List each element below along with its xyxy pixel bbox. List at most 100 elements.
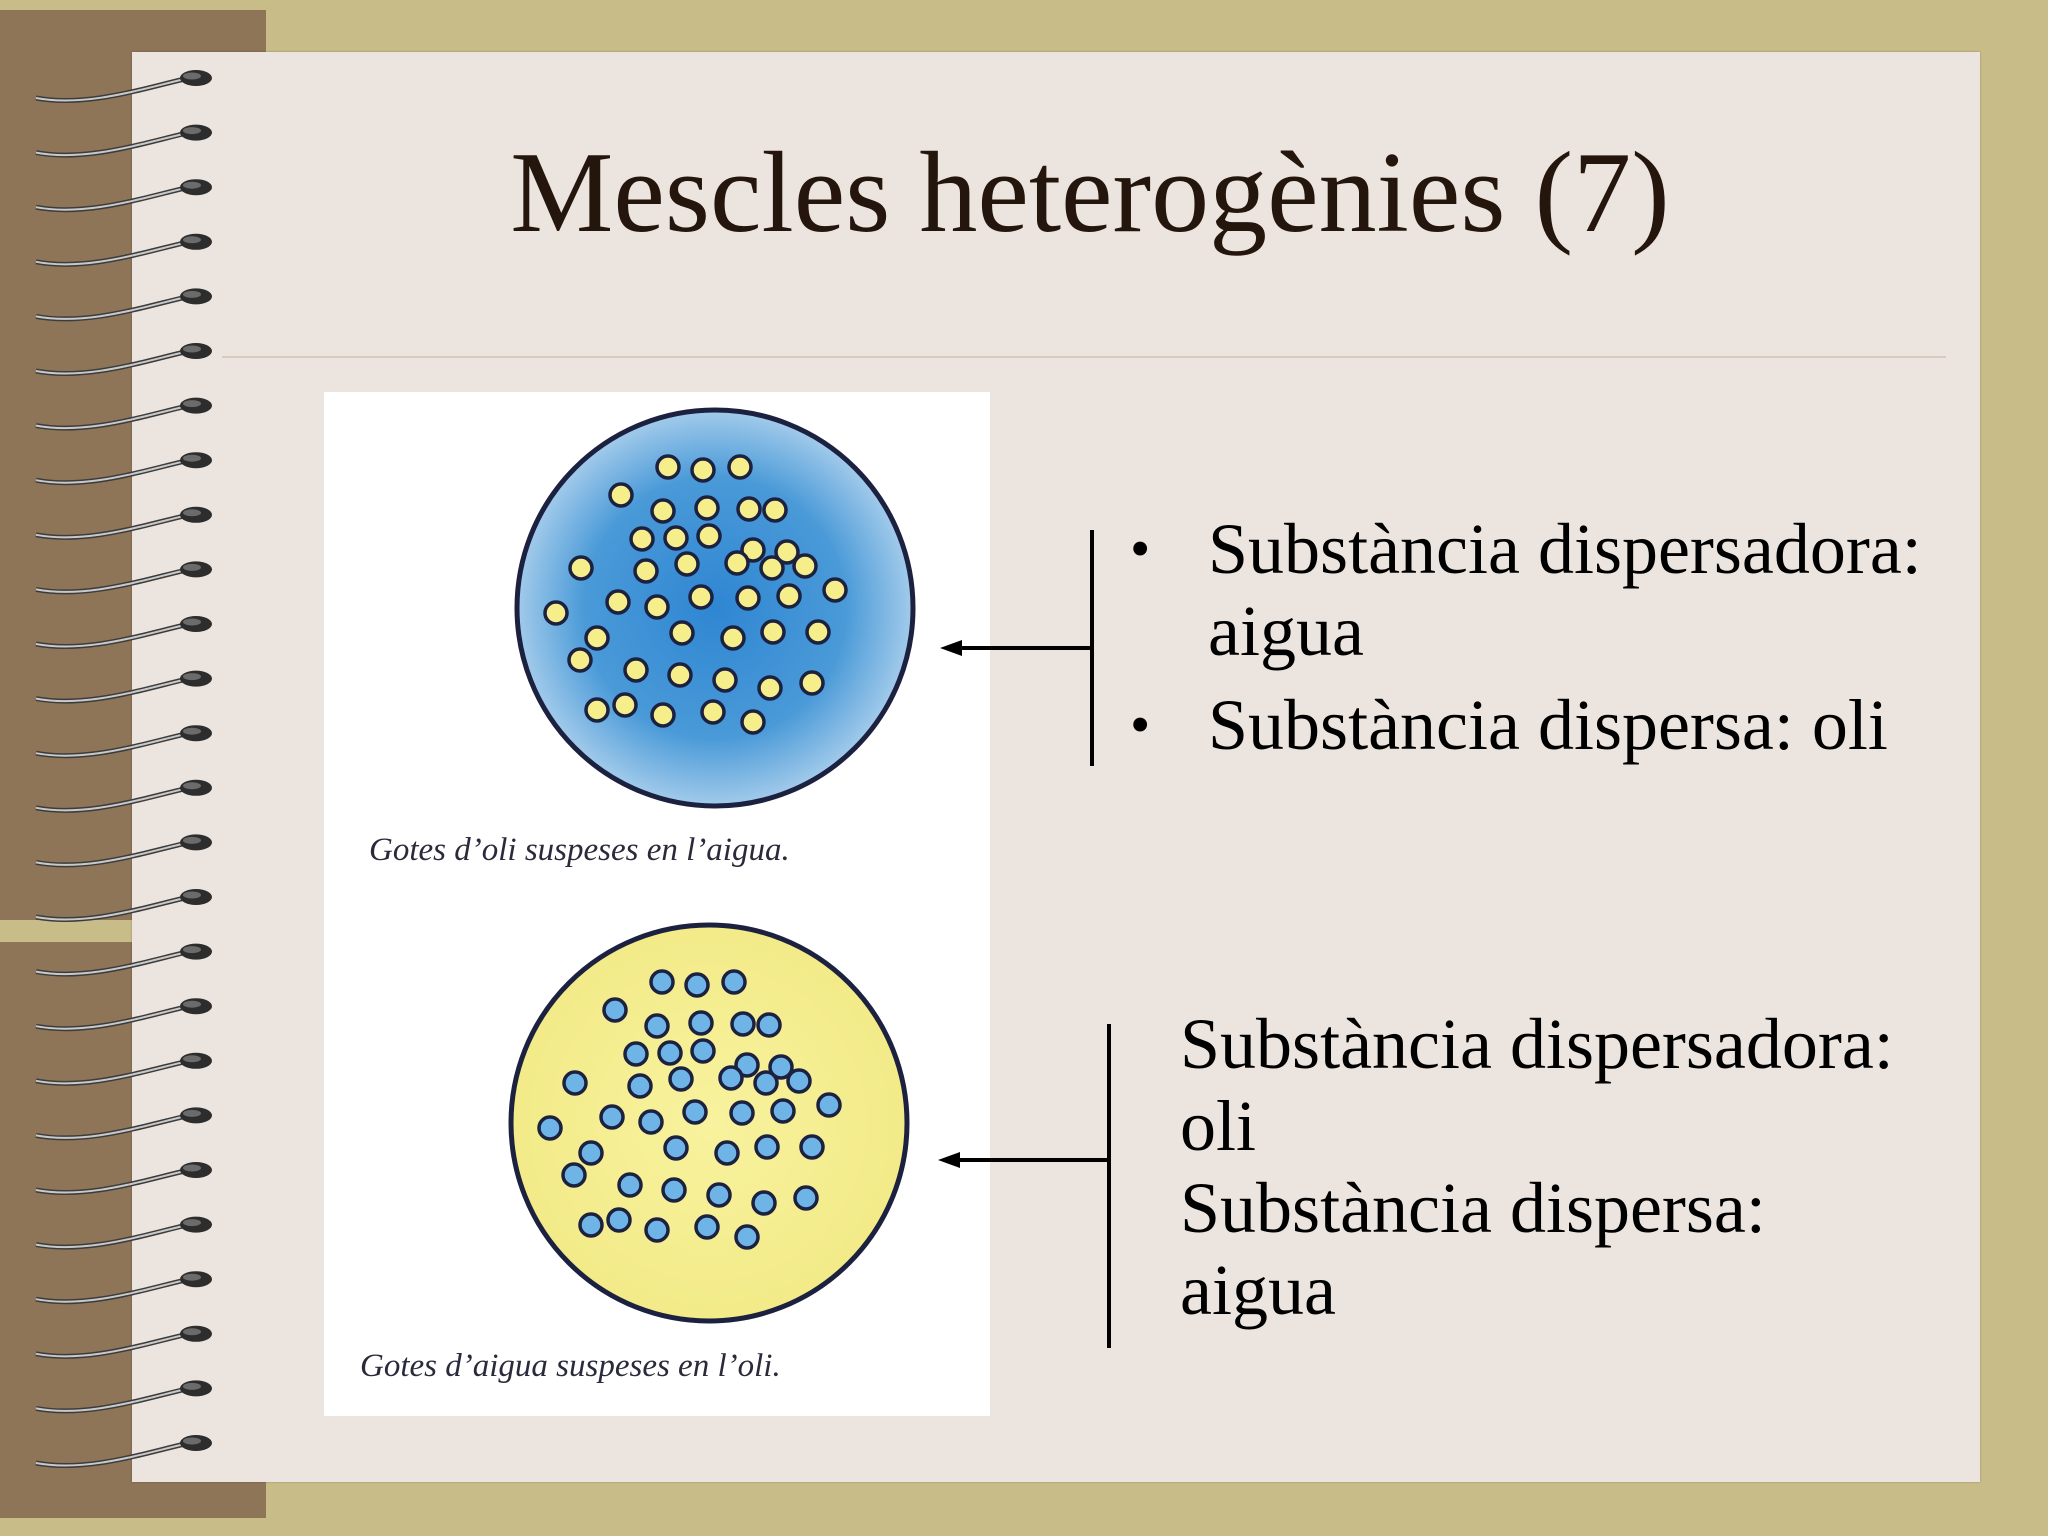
mixture-figure: Gotes d’oli suspeses en l’aigua. Gotes d… xyxy=(324,392,990,1416)
droplet xyxy=(734,1224,760,1250)
droplet xyxy=(757,675,783,701)
droplet xyxy=(674,551,700,577)
droplet xyxy=(696,523,722,549)
droplet xyxy=(727,454,753,480)
droplet xyxy=(684,972,710,998)
binding-ring xyxy=(35,1325,212,1359)
droplet xyxy=(543,600,569,626)
dispersant-water-label: Substància dispersadora: aigua xyxy=(1208,509,1922,671)
droplet xyxy=(599,1104,625,1130)
droplet xyxy=(805,619,831,645)
lower-bracket-arrow xyxy=(938,1024,1111,1348)
droplet xyxy=(762,497,788,523)
droplet xyxy=(724,550,750,576)
binding-ring xyxy=(35,616,212,650)
binding-ring xyxy=(35,452,212,486)
droplet xyxy=(694,495,720,521)
binding-ring xyxy=(35,561,212,595)
list-item-dispersed: Substància dispersa: oli xyxy=(1120,684,1960,766)
binding-ring xyxy=(35,834,212,868)
binding-ring xyxy=(35,179,212,213)
droplet xyxy=(578,1140,604,1166)
oil-in-water-description: Substància dispersadora: aigua Substànci… xyxy=(1120,508,1960,778)
droplet xyxy=(578,1212,604,1238)
droplet xyxy=(617,1172,643,1198)
droplet xyxy=(562,1070,588,1096)
binding-ring xyxy=(35,70,212,104)
droplet xyxy=(694,1214,720,1240)
droplet xyxy=(663,525,689,551)
droplet xyxy=(822,577,848,603)
droplet xyxy=(700,699,726,725)
binding-ring xyxy=(35,998,212,1032)
droplet xyxy=(759,555,785,581)
droplet xyxy=(602,997,628,1023)
lower-line-2: oli xyxy=(1180,1086,1257,1166)
binding-ring xyxy=(35,397,212,431)
droplet xyxy=(720,625,746,651)
droplet xyxy=(793,1185,819,1211)
droplet xyxy=(756,1012,782,1038)
binding-ring xyxy=(35,1052,212,1086)
droplet xyxy=(690,1038,716,1064)
droplet xyxy=(729,1100,755,1126)
droplet xyxy=(612,692,638,718)
binding-ring xyxy=(35,233,212,267)
oil-in-water-circle xyxy=(514,407,916,809)
binding-ring xyxy=(35,343,212,377)
spiral-binding xyxy=(35,70,212,1469)
droplet xyxy=(661,1177,687,1203)
droplet xyxy=(567,647,593,673)
droplet xyxy=(799,670,825,696)
droplet xyxy=(561,1162,587,1188)
binding-ring xyxy=(35,1107,212,1141)
droplet xyxy=(736,496,762,522)
binding-ring xyxy=(35,1380,212,1414)
droplet xyxy=(663,1135,689,1161)
droplet xyxy=(629,526,655,552)
droplet xyxy=(816,1092,842,1118)
binding-ring xyxy=(35,124,212,158)
binding-ring xyxy=(35,725,212,759)
binding-ring xyxy=(35,889,212,923)
droplet xyxy=(760,619,786,645)
droplet xyxy=(608,482,634,508)
droplet xyxy=(751,1190,777,1216)
droplet xyxy=(605,589,631,615)
droplet xyxy=(690,457,716,483)
droplet xyxy=(799,1134,825,1160)
caption-water-in-oil: Gotes d’aigua suspeses en l’oli. xyxy=(360,1348,781,1384)
droplet xyxy=(754,1134,780,1160)
droplet xyxy=(537,1115,563,1141)
droplet xyxy=(627,1073,653,1099)
lower-line-1: Substància dispersadora: xyxy=(1180,1004,1894,1084)
caption-oil-in-water: Gotes d’oli suspeses en l’aigua. xyxy=(369,832,790,868)
droplet xyxy=(718,1065,744,1091)
binding-ring xyxy=(35,1162,212,1196)
droplet xyxy=(606,1207,632,1233)
droplet xyxy=(792,553,818,579)
droplet xyxy=(770,1098,796,1124)
emulsion-illustrations xyxy=(508,407,916,1324)
binding-ring xyxy=(35,1216,212,1250)
binding-ring xyxy=(35,779,212,813)
background-band xyxy=(0,0,2048,52)
slide-title: Mescles heterogènies (7) xyxy=(510,129,1670,257)
droplet xyxy=(668,1066,694,1092)
droplet xyxy=(584,625,610,651)
droplet xyxy=(584,697,610,723)
droplet xyxy=(623,1041,649,1067)
binding-ring xyxy=(35,288,212,322)
droplet xyxy=(633,558,659,584)
droplet xyxy=(712,667,738,693)
droplet xyxy=(667,662,693,688)
droplet xyxy=(735,585,761,611)
droplet xyxy=(774,539,800,565)
upper-bracket-arrow xyxy=(940,530,1094,766)
binding-ring xyxy=(35,506,212,540)
droplet xyxy=(655,454,681,480)
water-in-oil-circle xyxy=(508,922,910,1324)
binding-strip-gap xyxy=(0,920,140,942)
droplet xyxy=(706,1182,732,1208)
binding-ring xyxy=(35,1435,212,1469)
